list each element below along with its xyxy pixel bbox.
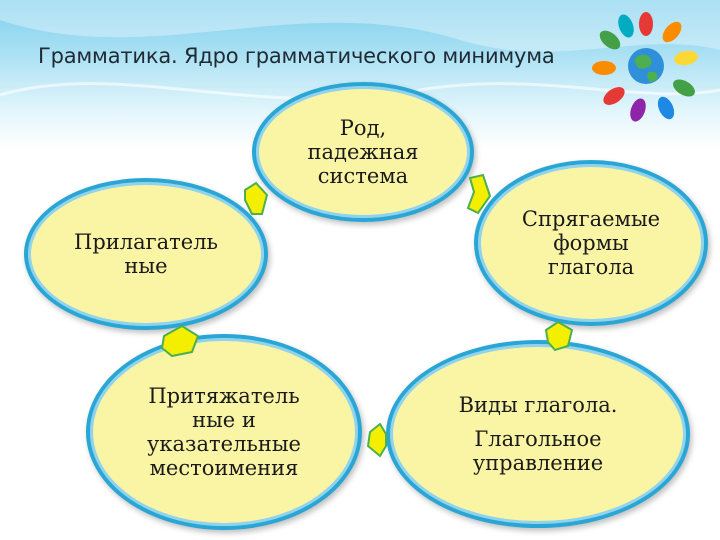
node-verb-aspects: Виды глагола. Глагольное управление bbox=[386, 340, 690, 528]
node-pronouns: Притяжатель ные и указательные местоимен… bbox=[86, 334, 362, 530]
node-line: падежная bbox=[307, 140, 419, 164]
node-line: Род, bbox=[339, 116, 387, 140]
node-adjectives: Прилагатель ные bbox=[24, 178, 268, 330]
node-line: Прилагатель bbox=[74, 230, 218, 254]
node-line: формы bbox=[553, 231, 629, 255]
node-line: Глагольное bbox=[474, 427, 602, 451]
node-conjugated-verb-forms: Спрягаемые формы глагола bbox=[474, 160, 708, 326]
node-line: Спрягаемые bbox=[521, 207, 661, 231]
arrow-left-to-top bbox=[244, 181, 269, 215]
node-line: система bbox=[317, 164, 409, 188]
globe-hands-icon bbox=[592, 12, 698, 122]
node-line: ные bbox=[124, 254, 168, 278]
node-line: управление bbox=[472, 451, 604, 475]
node-line: ные и bbox=[192, 408, 256, 432]
node-line: Притяжатель bbox=[148, 384, 300, 408]
node-line: местоимения bbox=[149, 456, 299, 480]
node-gender-case-system: Род, падежная система bbox=[252, 82, 474, 222]
node-line: глагола bbox=[547, 255, 635, 279]
node-line: Виды глагола. bbox=[458, 393, 618, 417]
page-title: Грамматика. Ядро грамматического минимум… bbox=[38, 44, 555, 68]
arrow-bottom-right-to-bottom-left bbox=[366, 422, 387, 458]
node-line: указательные bbox=[147, 432, 301, 456]
